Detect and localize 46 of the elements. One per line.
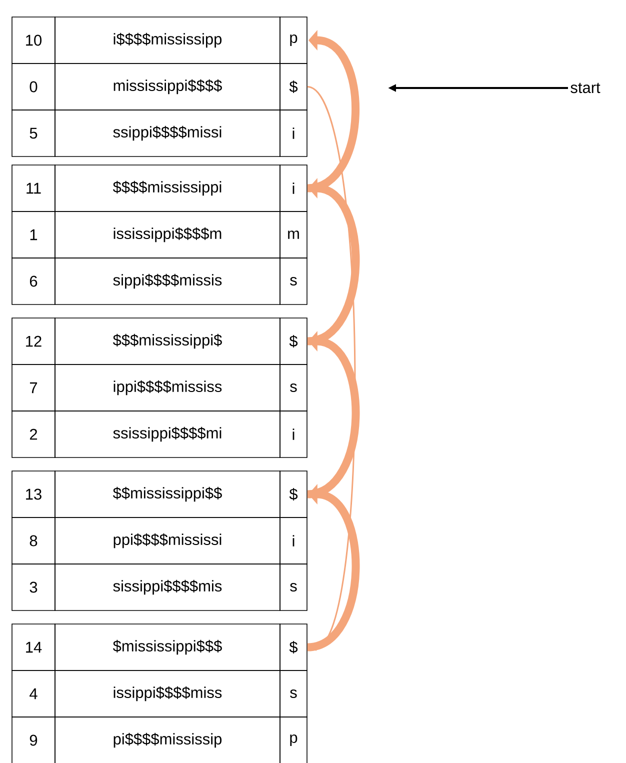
last-char-cell: i [280, 164, 308, 212]
last-char-cell: i [280, 517, 308, 564]
index-cell: 11 [12, 164, 56, 212]
last-char-cell: i [280, 410, 308, 458]
index-cell: 8 [12, 517, 56, 564]
last-char-cell: s [280, 258, 308, 305]
last-char-cell: m [280, 211, 308, 258]
last-char-cell: s [280, 364, 308, 412]
last-char-cell: $ [280, 624, 308, 671]
rotation-cell: i$$$$mississipp [54, 16, 280, 64]
rotation-cell: pi$$$$mississip [54, 716, 280, 763]
last-char-cell: $ [280, 63, 308, 110]
rotation-cell: $mississippi$$$ [54, 624, 280, 671]
rotation-cell: $$$$mississippi [54, 164, 280, 212]
rotation-cell: ssippi$$$$missi [54, 110, 280, 157]
last-char-cell: $ [280, 318, 308, 365]
index-cell: 0 [12, 63, 56, 110]
index-cell: 6 [12, 258, 56, 305]
index-cell: 14 [12, 624, 56, 671]
rotation-cell: $$$mississippi$ [54, 318, 280, 365]
last-char-cell: p [280, 716, 308, 763]
index-cell: 12 [12, 318, 56, 365]
rotation-cell: ssissippi$$$$mi [54, 410, 280, 458]
index-cell: 10 [12, 16, 56, 64]
last-char-cell: s [280, 564, 308, 611]
index-cell: 1 [12, 211, 56, 258]
start-label: start [570, 82, 600, 94]
rotation-cell: mississippi$$$$ [54, 63, 280, 110]
last-char-cell: $ [280, 470, 308, 518]
rotation-cell: ississippi$$$$m [54, 211, 280, 258]
rotation-cell: ppi$$$$mississi [54, 517, 280, 564]
index-cell: 2 [12, 410, 56, 458]
rotation-cell: ippi$$$$mississ [54, 364, 280, 412]
rotation-cell: issippi$$$$miss [54, 670, 280, 718]
index-cell: 7 [12, 364, 56, 412]
index-cell: 13 [12, 470, 56, 518]
rotation-cell: $$mississippi$$ [54, 470, 280, 518]
index-cell: 9 [12, 716, 56, 763]
last-char-cell: i [280, 110, 308, 157]
rotation-cell: sippi$$$$missis [54, 258, 280, 305]
index-cell: 5 [12, 110, 56, 157]
index-cell: 3 [12, 564, 56, 611]
last-char-cell: p [280, 16, 308, 64]
index-cell: 4 [12, 670, 56, 718]
rotation-cell: sissippi$$$$mis [54, 564, 280, 611]
last-char-cell: s [280, 670, 308, 718]
